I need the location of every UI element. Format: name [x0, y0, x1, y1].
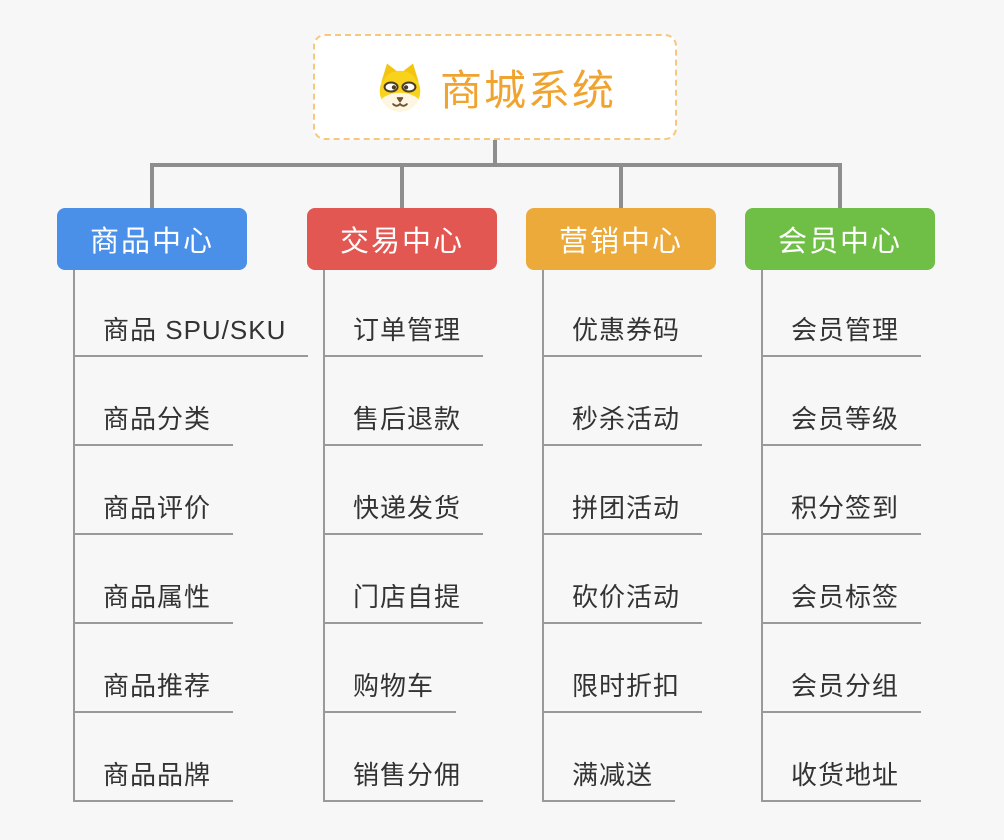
connector-drop-member	[838, 163, 842, 208]
sub-topic[interactable]: 砍价活动	[542, 577, 703, 624]
connector-root-stem	[493, 140, 497, 167]
connector-drop-product	[150, 163, 154, 208]
sub-topic[interactable]: 拼团活动	[542, 488, 703, 535]
subtree-trade-center: 订单管理 售后退款 快递发货 门店自提 购物车 销售分佣	[323, 270, 553, 804]
sub-topic[interactable]: 会员分组	[761, 666, 922, 713]
branch-topic-marketing-center[interactable]: 营销中心	[526, 208, 716, 270]
connector-branch-spine	[323, 270, 325, 802]
subtree-product-center: 商品 SPU/SKU 商品分类 商品评价 商品属性 商品推荐 商品品牌	[73, 270, 309, 804]
sub-topic[interactable]: 限时折扣	[542, 666, 703, 713]
connector-branch-spine	[542, 270, 544, 802]
connector-drop-marketing	[619, 163, 623, 208]
sub-topic[interactable]: 会员等级	[761, 399, 922, 446]
sub-topic[interactable]: 商品评价	[73, 488, 234, 535]
sub-topic[interactable]: 商品属性	[73, 577, 234, 624]
sub-topic[interactable]: 会员管理	[761, 310, 922, 357]
sub-topic[interactable]: 会员标签	[761, 577, 922, 624]
branch-topic-member-center[interactable]: 会员中心	[745, 208, 935, 270]
dog-face-icon	[374, 61, 426, 113]
sub-topic[interactable]: 商品品牌	[73, 755, 234, 802]
connector-drop-trade	[400, 163, 404, 208]
sub-topic[interactable]: 销售分佣	[323, 755, 484, 802]
sub-topic[interactable]: 优惠券码	[542, 310, 703, 357]
sub-topic[interactable]: 积分签到	[761, 488, 922, 535]
connector-horizontal-rail	[150, 163, 842, 167]
subtree-member-center: 会员管理 会员等级 积分签到 会员标签 会员分组 收货地址	[761, 270, 991, 804]
sub-topic[interactable]: 快递发货	[323, 488, 484, 535]
sub-topic[interactable]: 售后退款	[323, 399, 484, 446]
sub-topic[interactable]: 商品推荐	[73, 666, 234, 713]
sub-topic[interactable]: 订单管理	[323, 310, 484, 357]
sub-topic[interactable]: 秒杀活动	[542, 399, 703, 446]
root-topic[interactable]: 商城系统	[313, 34, 677, 140]
branch-topic-product-center[interactable]: 商品中心	[57, 208, 247, 270]
connector-branch-spine	[73, 270, 75, 802]
subtree-marketing-center: 优惠券码 秒杀活动 拼团活动 砍价活动 限时折扣 满减送	[542, 270, 772, 804]
connector-branch-spine	[761, 270, 763, 802]
sub-topic[interactable]: 商品 SPU/SKU	[73, 310, 309, 357]
branch-topic-trade-center[interactable]: 交易中心	[307, 208, 497, 270]
sub-topic[interactable]: 收货地址	[761, 755, 922, 802]
sub-topic[interactable]: 商品分类	[73, 399, 234, 446]
sub-topic[interactable]: 满减送	[542, 755, 676, 802]
sub-topic[interactable]: 购物车	[323, 666, 457, 713]
root-topic-title: 商城系统	[439, 66, 616, 114]
sub-topic[interactable]: 门店自提	[323, 577, 484, 624]
